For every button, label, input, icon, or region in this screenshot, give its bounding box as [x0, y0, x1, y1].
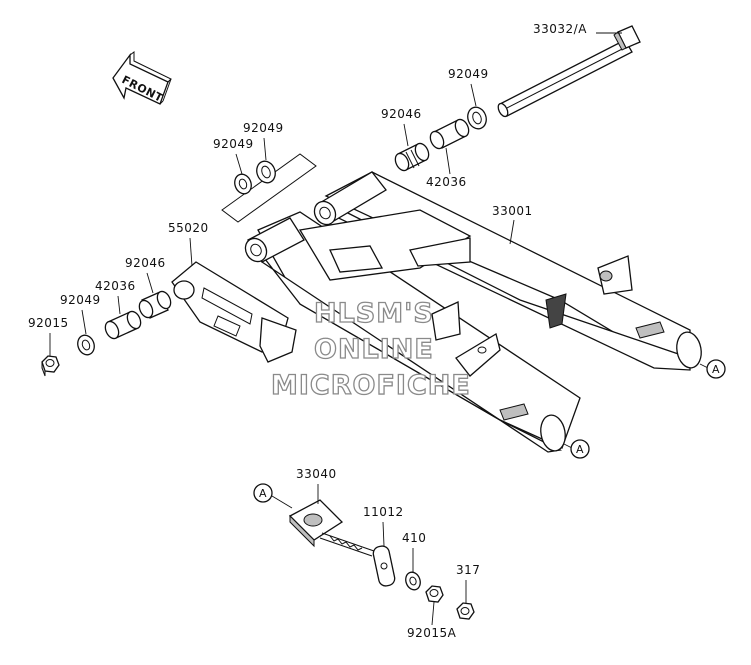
callout-a-adjuster: A	[253, 483, 293, 509]
callout-a-adjuster-letter: A	[259, 487, 267, 500]
nut-317	[456, 602, 475, 620]
label-92049-upper-right: 92049	[448, 67, 489, 81]
front-arrow-icon: FRONT	[112, 51, 172, 105]
label-11012: 11012	[363, 505, 404, 519]
callout-a-upper-letter: A	[712, 363, 720, 376]
label-410: 410	[402, 531, 426, 545]
label-55020: 55020	[168, 221, 209, 235]
bearing-upper	[394, 142, 430, 172]
label-92049-left-b: 92049	[213, 137, 254, 151]
callout-a-lower: A	[563, 439, 590, 459]
label-33032a: 33032/A	[533, 22, 587, 36]
bearing-lower	[138, 290, 172, 319]
label-92015: 92015	[28, 316, 69, 330]
label-92015a: 92015A	[407, 626, 457, 640]
chain-adjuster	[288, 499, 375, 557]
swingarm	[244, 171, 702, 453]
washer-upper-right	[467, 106, 487, 130]
nut-lower	[41, 355, 60, 377]
watermark-line2: ONLINE	[314, 334, 434, 365]
adjuster-plate	[372, 545, 396, 587]
label-42036-lower: 42036	[95, 279, 136, 293]
washers-left-group	[221, 153, 317, 223]
label-42036-upper: 42036	[426, 175, 467, 189]
pivot-axle	[497, 25, 641, 118]
watermark: HLSM'S ONLINE MICROFICHE	[270, 297, 471, 401]
collar-lower	[104, 310, 142, 340]
chain-guide	[171, 261, 297, 363]
label-33001: 33001	[492, 204, 533, 218]
callout-a-lower-letter: A	[576, 443, 584, 456]
label-317: 317	[456, 563, 480, 577]
washer-lower	[77, 334, 95, 356]
label-33040: 33040	[296, 467, 337, 481]
label-92049-left-a: 92049	[243, 121, 284, 135]
label-92046-lower: 92046	[125, 256, 166, 270]
nut-bottom	[425, 585, 444, 603]
watermark-line1: HLSM'S	[314, 298, 434, 329]
callout-a-upper: A	[699, 359, 726, 379]
collar-upper	[429, 118, 470, 150]
watermark-line3: MICROFICHE	[271, 370, 471, 401]
label-92049-lower: 92049	[60, 293, 101, 307]
label-92046-upper: 92046	[381, 107, 422, 121]
washer-410	[405, 571, 421, 591]
